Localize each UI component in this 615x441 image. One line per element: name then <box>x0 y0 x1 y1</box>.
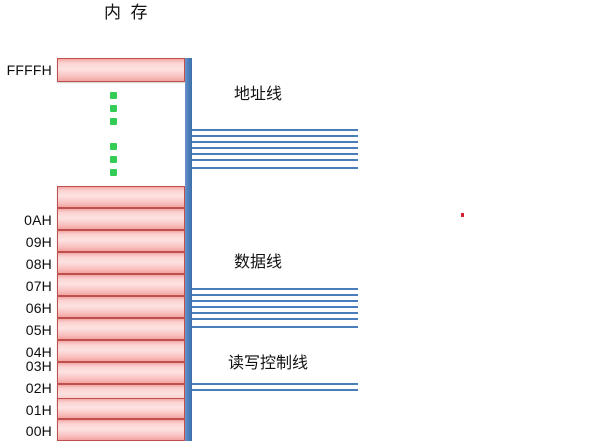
memory-cell-ffffh <box>57 58 185 82</box>
memory-cell-01h <box>57 398 185 419</box>
memory-cell-label-06h: 06H <box>25 300 52 316</box>
address-bus-label: 地址线 <box>234 86 283 103</box>
memory-cell-09h <box>57 230 185 252</box>
memory-cell-07h <box>57 274 185 296</box>
ellipsis-dot <box>110 105 117 112</box>
control-bus-label: 读写控制线 <box>228 355 309 372</box>
memory-cell-label-03h: 03H <box>25 358 52 374</box>
data-bus-line <box>192 288 358 290</box>
address-bus-line <box>192 159 358 161</box>
data-bus-line <box>192 318 358 320</box>
page-title: 内 存 <box>104 3 148 22</box>
memory-cell-label-08h: 08H <box>25 256 52 272</box>
ellipsis-dot <box>110 92 117 99</box>
memory-cell-04h <box>57 340 185 362</box>
address-bus-line <box>192 147 358 149</box>
memory-cell-label-01h: 01H <box>25 402 52 418</box>
memory-cell-06h <box>57 296 185 318</box>
memory-cell-label-07h: 07H <box>25 278 52 294</box>
ellipsis-dot <box>110 118 117 125</box>
ellipsis-dot <box>110 156 117 163</box>
memory-cell-05h <box>57 318 185 340</box>
data-bus-line <box>192 294 358 296</box>
memory-cell-unlabeled <box>57 186 185 208</box>
memory-cell-00h <box>57 419 185 441</box>
ellipsis-dot <box>110 143 117 150</box>
memory-cell-label-04h: 04H <box>25 344 52 360</box>
memory-cell-label-ffffh: FFFFH <box>6 62 52 78</box>
memory-cell-label-02h: 02H <box>25 380 52 396</box>
address-bus-line <box>192 153 358 155</box>
bus-bar <box>185 58 192 441</box>
control-bus-line <box>192 383 358 385</box>
address-bus-line <box>192 135 358 137</box>
memory-cell-label-00h: 00H <box>25 423 52 439</box>
data-bus-label: 数据线 <box>234 254 283 271</box>
memory-cell-08h <box>57 252 185 274</box>
data-bus-line <box>192 300 358 302</box>
control-bus-line <box>192 389 358 391</box>
data-bus-line <box>192 326 358 328</box>
memory-cell-label-09h: 09H <box>25 234 52 250</box>
data-bus-line <box>192 312 358 314</box>
memory-cell-label-0ah: 0AH <box>24 212 52 228</box>
memory-cell-03h <box>57 362 185 384</box>
address-bus-line <box>192 167 358 169</box>
ellipsis-dot <box>110 169 117 176</box>
data-bus-line <box>192 306 358 308</box>
stray-speck <box>461 213 464 217</box>
address-bus-line <box>192 129 358 131</box>
memory-cell-label-05h: 05H <box>25 322 52 338</box>
address-bus-line <box>192 141 358 143</box>
memory-cell-0ah <box>57 208 185 230</box>
